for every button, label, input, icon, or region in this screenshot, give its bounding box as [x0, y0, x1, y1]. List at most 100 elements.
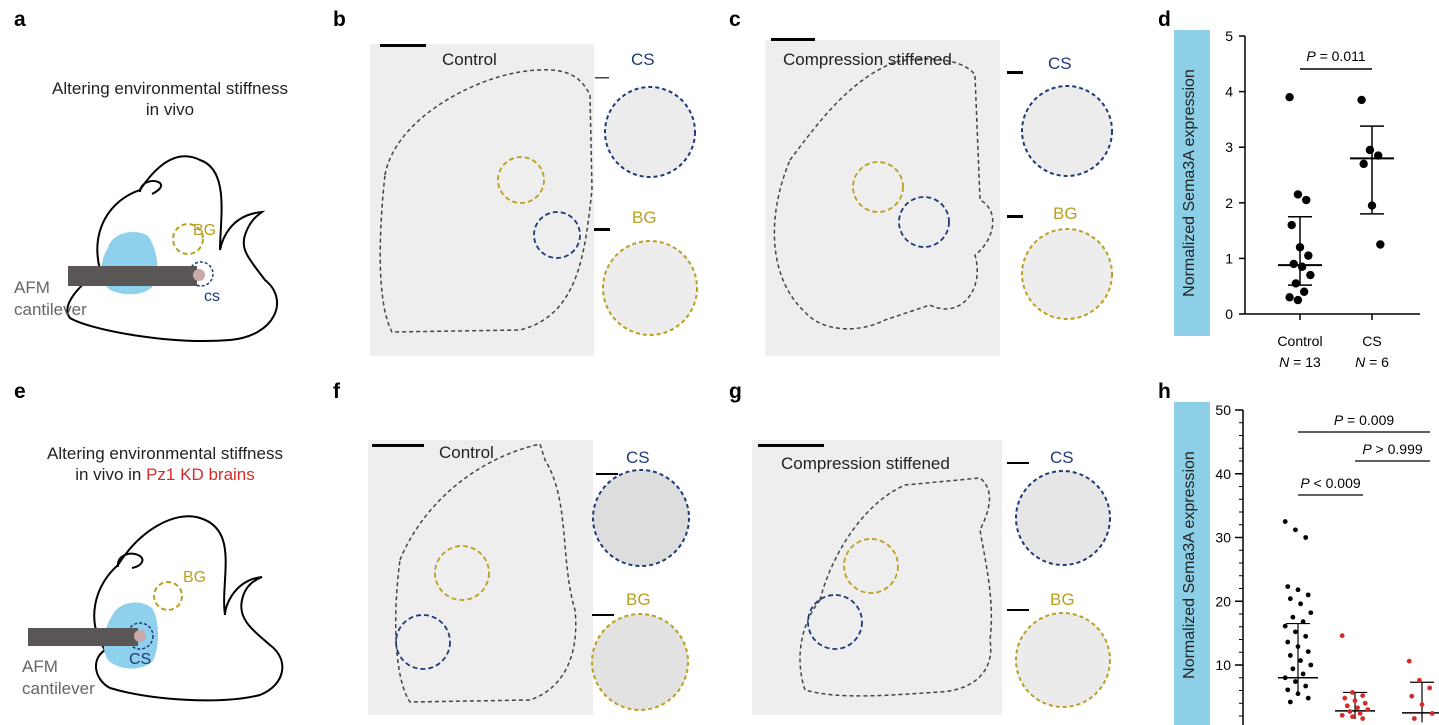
data-point [1285, 639, 1291, 645]
zoom-tick-cs [1007, 71, 1023, 74]
panel-c-title: Compression stiffened [783, 50, 952, 69]
x-tick-label: Control [1277, 333, 1322, 349]
panel-g-micrograph [752, 440, 1002, 715]
chart-h-ylabel-box [1174, 402, 1210, 725]
panel-e-cs-label: CS [129, 651, 152, 668]
panel-e-bg-label: BG [183, 569, 207, 586]
cs-zoom-circle [1021, 85, 1113, 177]
data-point [1295, 691, 1301, 697]
data-point [1282, 675, 1288, 681]
brain-schematic-a [66, 155, 278, 342]
panel-e-afm-line1: AFM [22, 657, 58, 676]
data-point [1406, 658, 1412, 664]
data-point [1305, 695, 1311, 701]
data-point [1291, 279, 1301, 288]
panel-g-overlay [758, 444, 1111, 708]
data-point [1300, 671, 1306, 677]
brain-schematic-e [28, 515, 284, 702]
bg-circle [434, 545, 490, 601]
data-point [1285, 92, 1294, 102]
data-point [1293, 527, 1298, 533]
panel-f-title: Control [439, 443, 494, 462]
data-point [1355, 705, 1360, 711]
data-point [1376, 240, 1385, 249]
data-point [1287, 653, 1293, 658]
brain-bump [116, 552, 144, 569]
panel-b-cs-label: CS [631, 50, 655, 69]
cs-circle [395, 614, 451, 670]
panel-g-title: Compression stiffened [781, 454, 950, 473]
data-point [1417, 677, 1422, 683]
bg-circle [852, 161, 904, 213]
data-point [1350, 690, 1355, 695]
data-point [1285, 584, 1291, 589]
data-point [1305, 592, 1311, 598]
panel-e-title-prefix: in vivo in [75, 465, 147, 484]
panel-g-bg-label: BG [1050, 590, 1075, 609]
data-point [1287, 596, 1293, 602]
brain-outline [66, 155, 278, 342]
data-point [1297, 262, 1307, 271]
panel-f-bg-label: BG [626, 590, 651, 609]
data-point [1303, 633, 1309, 639]
data-point [1339, 712, 1345, 718]
brain-outline [93, 515, 284, 702]
data-point [1429, 711, 1435, 716]
data-point [1308, 610, 1314, 616]
panel-e-title-line2: in vivo in Pz1 KD brains [10, 464, 320, 485]
cantilever-tip [193, 269, 205, 281]
panel-e-afm-label: AFM cantilever [22, 656, 95, 700]
n-label: N = 6 [1355, 354, 1389, 370]
data-point [1308, 662, 1314, 668]
panel-letter-e: e [14, 380, 26, 403]
panel-letter-h: h [1158, 380, 1171, 403]
zoom-tick-bg [1007, 215, 1023, 218]
y-tick-label: 50 [1215, 402, 1231, 418]
data-point [1357, 711, 1363, 716]
y-tick-label: 2 [1225, 195, 1233, 211]
data-point [1287, 699, 1293, 705]
cs-zoom-circle [1015, 470, 1111, 566]
panel-letter-c: c [729, 8, 741, 31]
cs-zoom-circle [592, 469, 690, 567]
data-point [1290, 614, 1296, 620]
data-point [1289, 259, 1298, 269]
data-point [1285, 293, 1294, 302]
panel-f-cs-label: CS [626, 448, 650, 467]
p-value-label: P < 0.009 [1300, 475, 1361, 491]
bg-zoom-circle [1021, 228, 1113, 320]
data-point [1293, 190, 1303, 199]
panel-c-cs-label: CS [1048, 54, 1072, 73]
data-point [1298, 658, 1303, 663]
x-tick-label: CS [1362, 333, 1381, 349]
panel-b-title: Control [442, 50, 497, 69]
brain-bump [139, 180, 163, 195]
afm-cantilever [28, 628, 138, 646]
data-point [1295, 644, 1301, 649]
bg-zoom-circle [602, 240, 698, 336]
scale-bar [372, 444, 424, 447]
panel-a-title: Altering environmental stiffness in vivo [20, 78, 320, 120]
scale-bar [771, 38, 815, 41]
panel-c-micrograph [765, 40, 1000, 356]
tissue-outline [394, 443, 577, 703]
data-point [1367, 201, 1377, 210]
p-value-label: P > 0.999 [1362, 441, 1423, 457]
p-value-label: P = 0.011 [1306, 48, 1366, 64]
panel-letter-g: g [729, 380, 742, 403]
data-point [1303, 535, 1309, 540]
y-tick-label: 40 [1215, 466, 1231, 482]
scale-bar [380, 44, 426, 47]
p-value-label: P = 0.009 [1334, 412, 1395, 428]
panel-e-title-line1: Altering environmental stiffness [47, 444, 283, 463]
panel-letter-d: d [1158, 8, 1171, 31]
data-point [1282, 623, 1288, 629]
panel-a-afm-label: AFM cantilever [14, 277, 87, 321]
data-point [1411, 716, 1417, 721]
cs-circle [807, 594, 863, 650]
tissue-outline [379, 69, 593, 333]
panel-g-cs-label: CS [1050, 448, 1074, 467]
data-point [1357, 95, 1366, 105]
